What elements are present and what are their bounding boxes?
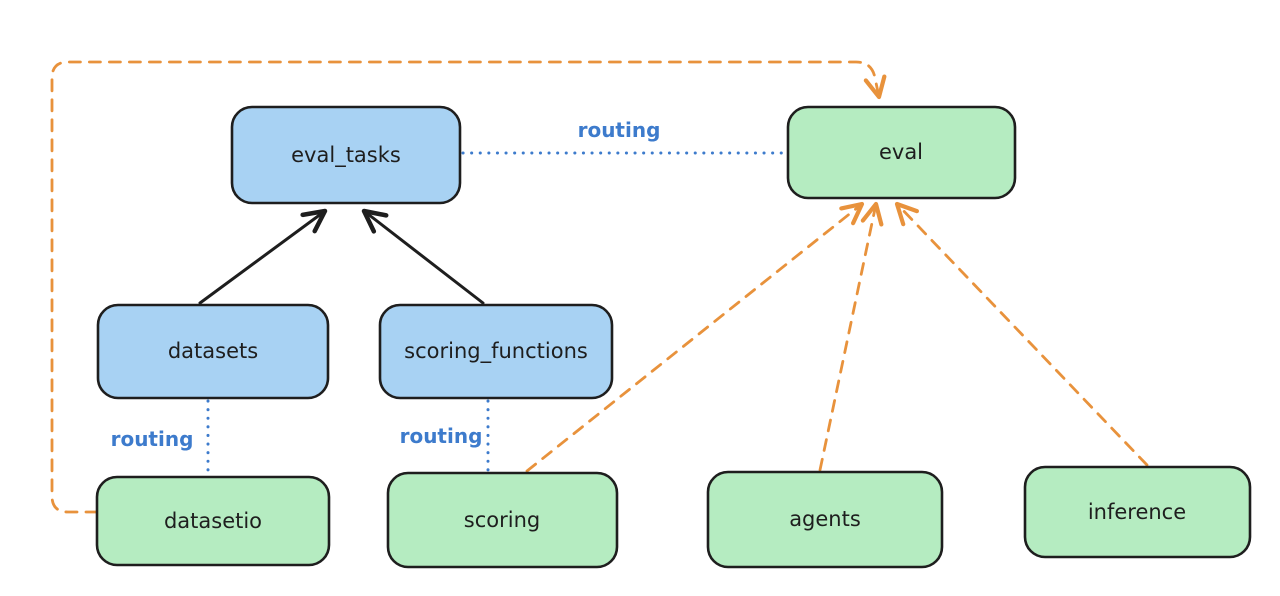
node-eval-box (786, 105, 1017, 200)
node-scoring-box (386, 471, 619, 569)
edge-label-routing-scoring-functions-scoring: routing (400, 424, 483, 448)
edge-datasetio-to-eval (50, 60, 887, 514)
edge-label-routing-datasets-datasetio: routing (111, 427, 194, 451)
node-label-scoring: scoring (464, 508, 540, 532)
node-inference-box (1023, 465, 1252, 559)
edge-datasets-to-eval-tasks (198, 208, 328, 305)
node-label-inference: inference (1088, 500, 1186, 524)
node-eval-tasks: eval_tasks (230, 105, 462, 205)
node-agents-box (706, 470, 944, 569)
node-datasets-box (96, 303, 330, 400)
node-datasets: datasets (96, 303, 330, 400)
node-scoring: scoring (386, 471, 619, 569)
node-eval-tasks-box (230, 105, 462, 205)
edge-agents-to-eval (818, 201, 884, 472)
edge-scoring-to-eval (525, 201, 865, 473)
edge-scoring-functions-to-eval-tasks (361, 208, 485, 305)
node-inference: inference (1023, 465, 1252, 559)
node-eval: eval (786, 105, 1017, 200)
node-label-datasets: datasets (168, 339, 258, 363)
edge-label-routing-eval-tasks-eval: routing (578, 118, 661, 142)
node-scoring-functions: scoring_functions (378, 303, 614, 400)
node-label-agents: agents (789, 507, 861, 531)
node-scoring-functions-box (378, 303, 614, 400)
edge-inference-to-eval (894, 201, 1149, 467)
node-datasetio: datasetio (95, 475, 331, 567)
node-label-eval: eval (879, 140, 923, 164)
node-label-eval-tasks: eval_tasks (291, 143, 401, 168)
node-agents: agents (706, 470, 944, 569)
node-label-scoring-functions: scoring_functions (404, 339, 588, 364)
node-datasetio-box (95, 475, 331, 567)
node-label-datasetio: datasetio (164, 509, 262, 533)
